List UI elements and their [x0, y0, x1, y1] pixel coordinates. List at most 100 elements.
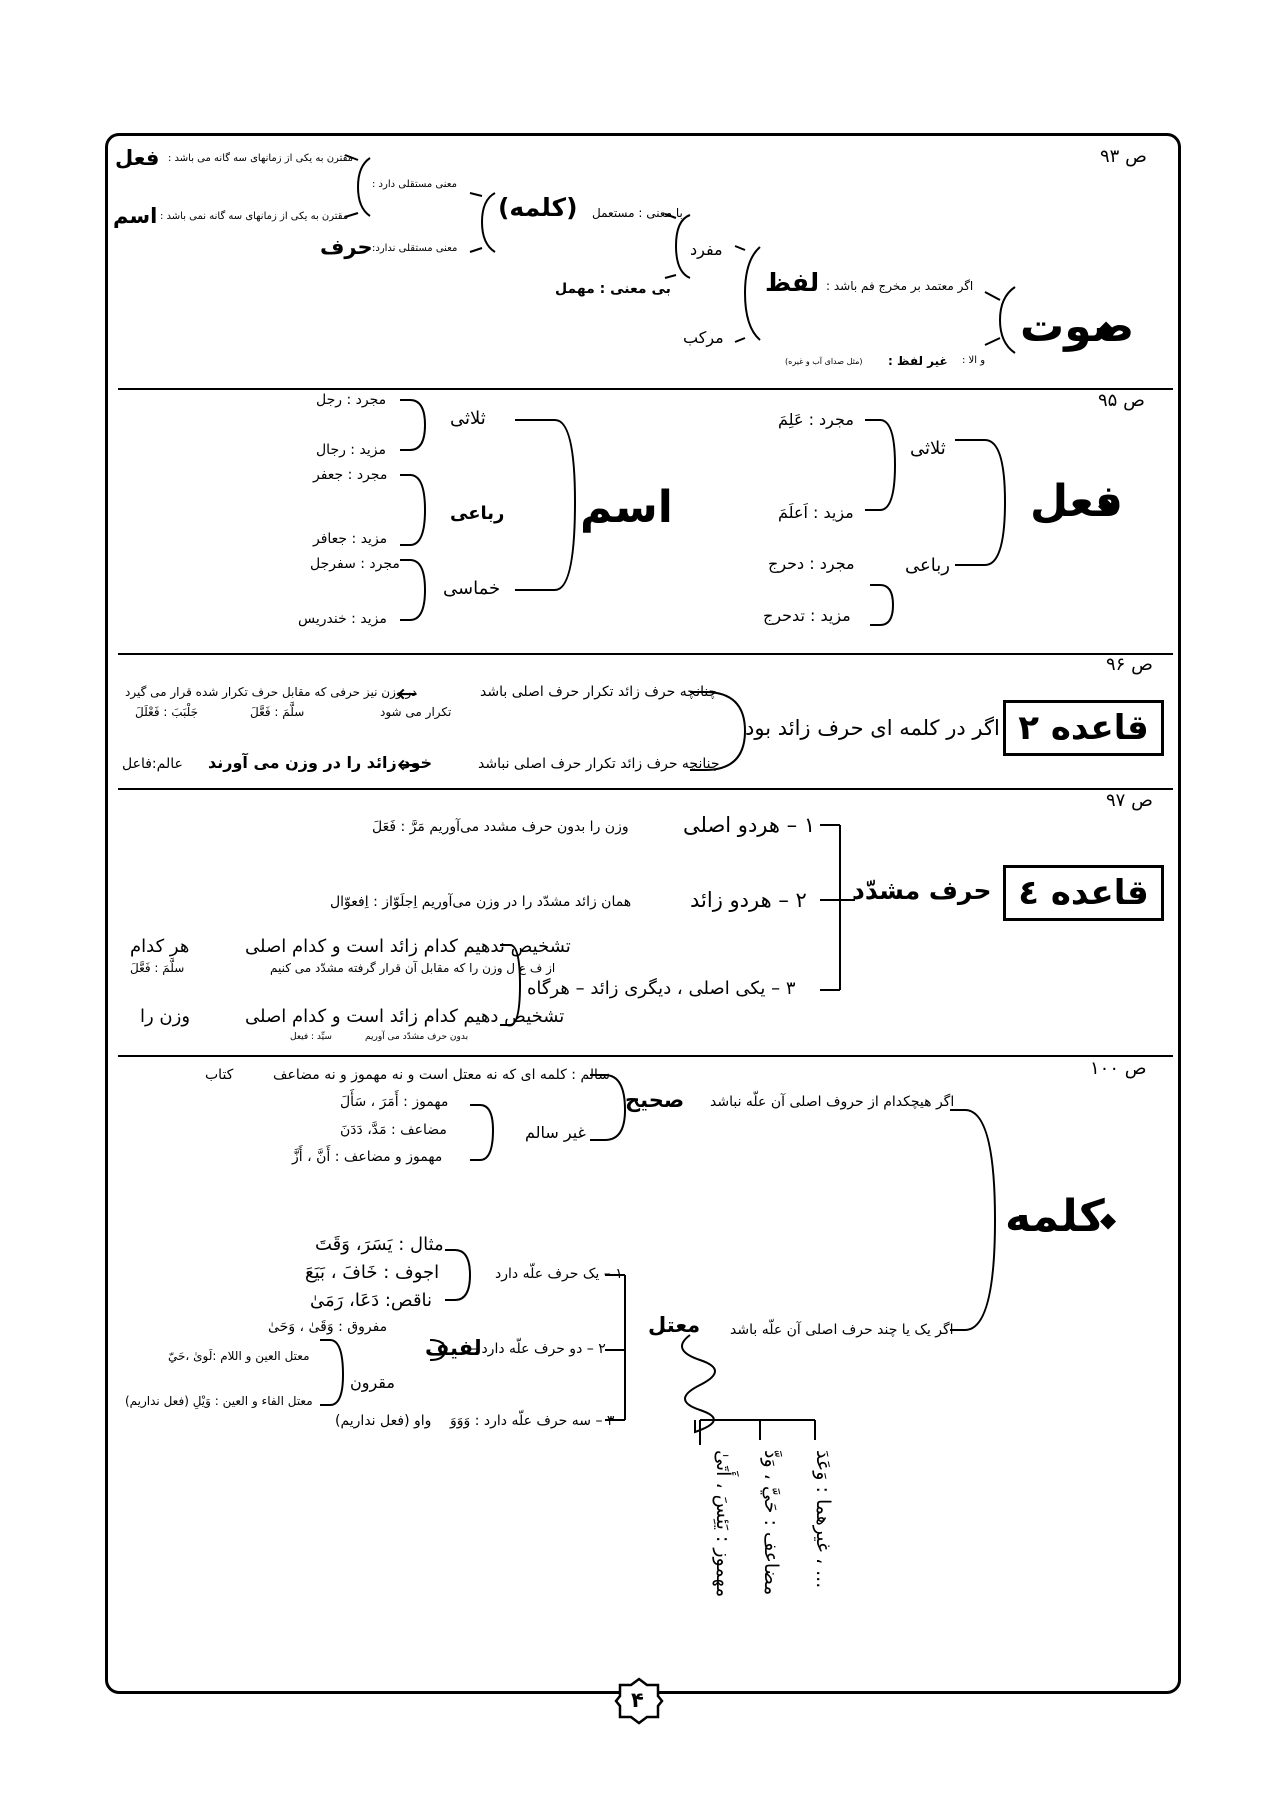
esm-mazid-1: مزید : رجال — [316, 442, 386, 458]
mushaddad-item-1-desc: وزن را بدون حرف مشدد می‌آوریم مَرَّ : فَ… — [372, 819, 629, 835]
rule-case-1-example: سلَّمَ : فَعَّلَ — [250, 705, 305, 719]
sahih-term: صحیح — [625, 1088, 685, 1112]
fel-term: فعل — [115, 146, 160, 170]
salem-def: سالم : کلمه ای که نه معتل است و نه مهموز… — [273, 1067, 611, 1083]
mushaddad-item-3: ۳ – یکی اصلی ، دیگری زائد – هرگاه — [527, 978, 796, 999]
branch-mahmuz: مهموز : يَئِسَ ، أَتَىٰ — [712, 1450, 734, 1598]
two-illa: ۲ – دو حرف علّه دارد – — [470, 1341, 606, 1357]
salem-example: کتاب — [205, 1067, 234, 1083]
diamond-icon: ◆ — [1098, 316, 1115, 340]
three-illa: ۳ – سه حرف علّه دارد : وَوَوَ — [450, 1413, 615, 1429]
divider — [118, 388, 1173, 390]
mahmuz-mozaaf-label: مهموز و مضاعف : أَنَّ ، أَزَّ — [292, 1149, 443, 1165]
bi-mani-label: بی معنی : مهمل — [555, 281, 671, 297]
page-ref: ص ۹۶ — [1106, 654, 1153, 675]
page-ref: ص ۹۷ — [1106, 790, 1153, 811]
mushaddad-item-1: ۱ – هردو اصلی — [683, 813, 816, 837]
motal-fa-ein: معتل الفاء و العین : وَيْلِ (فعل نداریم) — [125, 1394, 313, 1408]
fel-definition: مقترن به یکی از زمانهای سه گانه می باشد … — [168, 153, 354, 164]
fel-mazid-1: مزید : اَعلَمَ — [778, 503, 854, 522]
esm-khumasi: خماسی — [443, 578, 501, 599]
page-number-badge — [614, 1677, 664, 1725]
mushaddad-item-2: ۲ – هردو زائد — [690, 888, 807, 912]
rule-case-2-example: عالم:فاعل — [122, 756, 183, 772]
morakkab-label: مرکب — [683, 328, 724, 347]
motal-ein-lam: معتل العین و اللام :لَوىٰ ،حَيّ — [168, 1349, 310, 1363]
esm-mazid-3: مزید : خندریس — [298, 611, 387, 627]
fel-thulathi: ثلاثی — [910, 438, 946, 459]
lafz-term: لفظ — [765, 268, 820, 297]
item-3b-desc: بدون حرف مشدّد می آوریم — [365, 1032, 469, 1042]
mushaddad-item-2-desc: همان زائد مشدّد را در وزن می‌آوریم اِجلَ… — [330, 894, 632, 910]
fel-mojarrad-2: مجرد : دحرج — [768, 554, 855, 573]
divider — [118, 788, 1173, 790]
mushaddad-title: حرف مشدّد — [852, 876, 992, 905]
rule-case-1-example-2: جَلْبَبَ : فَعْلَلَ — [135, 705, 199, 719]
va-ella-label: و الا : — [962, 355, 986, 366]
sowt-title: صوت — [1020, 301, 1135, 352]
motal-term: معتل — [648, 1313, 701, 1337]
rule-condition: اگر در کلمه ای حرف زائد بود — [745, 716, 1000, 740]
gheir-lafz-label: غیر لفظ : — [888, 354, 948, 368]
maqrun-label: مقرون — [350, 1373, 395, 1392]
mafruq-label: مفروق : وَقَىٰ ، وَحَىٰ — [268, 1319, 388, 1335]
esm-thulathi: ثلاثی — [450, 408, 486, 429]
item-3b-result: وزن را — [140, 1006, 191, 1027]
arrow-icon: ← — [397, 750, 418, 779]
arrow-icon: ← — [397, 679, 418, 708]
fel-mazid-2: مزید : تدحرج — [763, 606, 851, 625]
esm-term: اسم — [113, 204, 158, 228]
mofrad-label: مفرد — [690, 240, 723, 259]
branch-mozaaf: مضاعف : حَيَّ ، وَدَّ — [760, 1450, 782, 1596]
mahmuz-label: مهموز : أَمَرَ ، سَأَلَ — [340, 1094, 449, 1110]
esm-title: اسم — [580, 482, 673, 533]
divider — [118, 1055, 1173, 1057]
esm-mojarrad-1: مجرد : رجل — [316, 392, 387, 408]
esm-mojarrad-3: مجرد : سفرجل — [310, 556, 400, 572]
fel-rubai: رباعی — [905, 555, 950, 576]
esm-definition: مقترن به یکی از زمانهای سه گانه نمی باشد… — [160, 211, 349, 222]
sahih-condition: اگر هیچکدام از حروف اصلی آن علّه نباشد — [710, 1094, 955, 1110]
lafz-definition: اگر معتمد بر مخرج فم باشد : — [826, 279, 974, 293]
gheir-salem: غیر سالم — [525, 1123, 586, 1142]
naqes-label: ناقص: دَعَا، رَمَىٰ — [310, 1290, 433, 1311]
esm-mojarrad-2: مجرد : جعفر — [313, 467, 388, 483]
esm-mazid-2: مزید : جعافر — [313, 531, 388, 547]
item-3b-example: سیِّد : فیعل — [290, 1032, 332, 1042]
page-ref: ص ۹۳ — [1100, 146, 1147, 167]
item-3b: تشخیص دهیم کدام زائد است و کدام اصلی — [245, 1006, 565, 1027]
item-3a: تشخیص ندهیم کدام زائد است و کدام اصلی — [245, 936, 571, 957]
fel-mojarrad-1: مجرد : عَلِمَ — [778, 410, 854, 429]
rule-case-1-result: در وزن نیز حرفی که مقابل حرف تکرار شده ق… — [125, 685, 417, 699]
rule-case-2: چنانچه حرف زائد تکرار حرف اصلی نباشد — [478, 756, 720, 772]
branch-gheirhoma: غیرهما : وَعَدَ ، ... — [812, 1450, 834, 1589]
harf-definition: معنی مستقلی ندارد: — [372, 243, 458, 254]
three-result: واو (فعل نداریم) — [335, 1413, 432, 1429]
diamond-icon: ◆ — [1100, 1208, 1117, 1232]
diamond-icon: ◆ — [1098, 493, 1115, 517]
item-3a-result: هر کدام — [130, 936, 190, 957]
rule-case-2-result: خود زائد را در وزن می آورند — [208, 753, 433, 772]
item-3a-desc: از ف ع ل وزن را که مقابل آن قرار گرفته م… — [270, 961, 556, 975]
ajvaf-label: اجوف : خَافَ ، بَيَعَ — [305, 1262, 440, 1283]
rule-box-4: قاعده ٤ — [1003, 865, 1164, 921]
mostaqel-label: معنی مستقلی دارد : — [372, 179, 457, 190]
harf-term: حرف — [320, 235, 373, 259]
lafif-term: لفیف — [425, 1336, 482, 1360]
motal-condition: اگر یک یا چند حرف اصلی آن علّه باشد — [730, 1322, 954, 1338]
mesl-note: (مثل صدای آب و غیره) — [785, 357, 863, 366]
one-illa: ۱ – یک حرف علّه دارد — [495, 1266, 623, 1282]
mesal-label: مثال : يَسَرَ، وَقَتَ — [315, 1234, 444, 1255]
page-number: ۴ — [631, 1688, 644, 1712]
mozaaf-label: مضاعف : مَدَّ، دَدَنَ — [340, 1122, 447, 1138]
ba-mani-label: با معنی : مستعمل — [592, 206, 683, 220]
kalame-title: کلمه — [1005, 1191, 1105, 1242]
rule-case-1-result-2: تکرار می شود — [380, 705, 452, 719]
item-3a-example: سلَّمَ : فَعَّلَ — [130, 961, 185, 975]
esm-rubai: رباعی — [450, 503, 505, 524]
rule-box-2: قاعده ٢ — [1003, 700, 1164, 756]
kalame-term: (کلمه) — [498, 193, 578, 222]
page-ref: ص ۹۵ — [1098, 390, 1145, 411]
fel-title: فعل — [1030, 476, 1123, 527]
